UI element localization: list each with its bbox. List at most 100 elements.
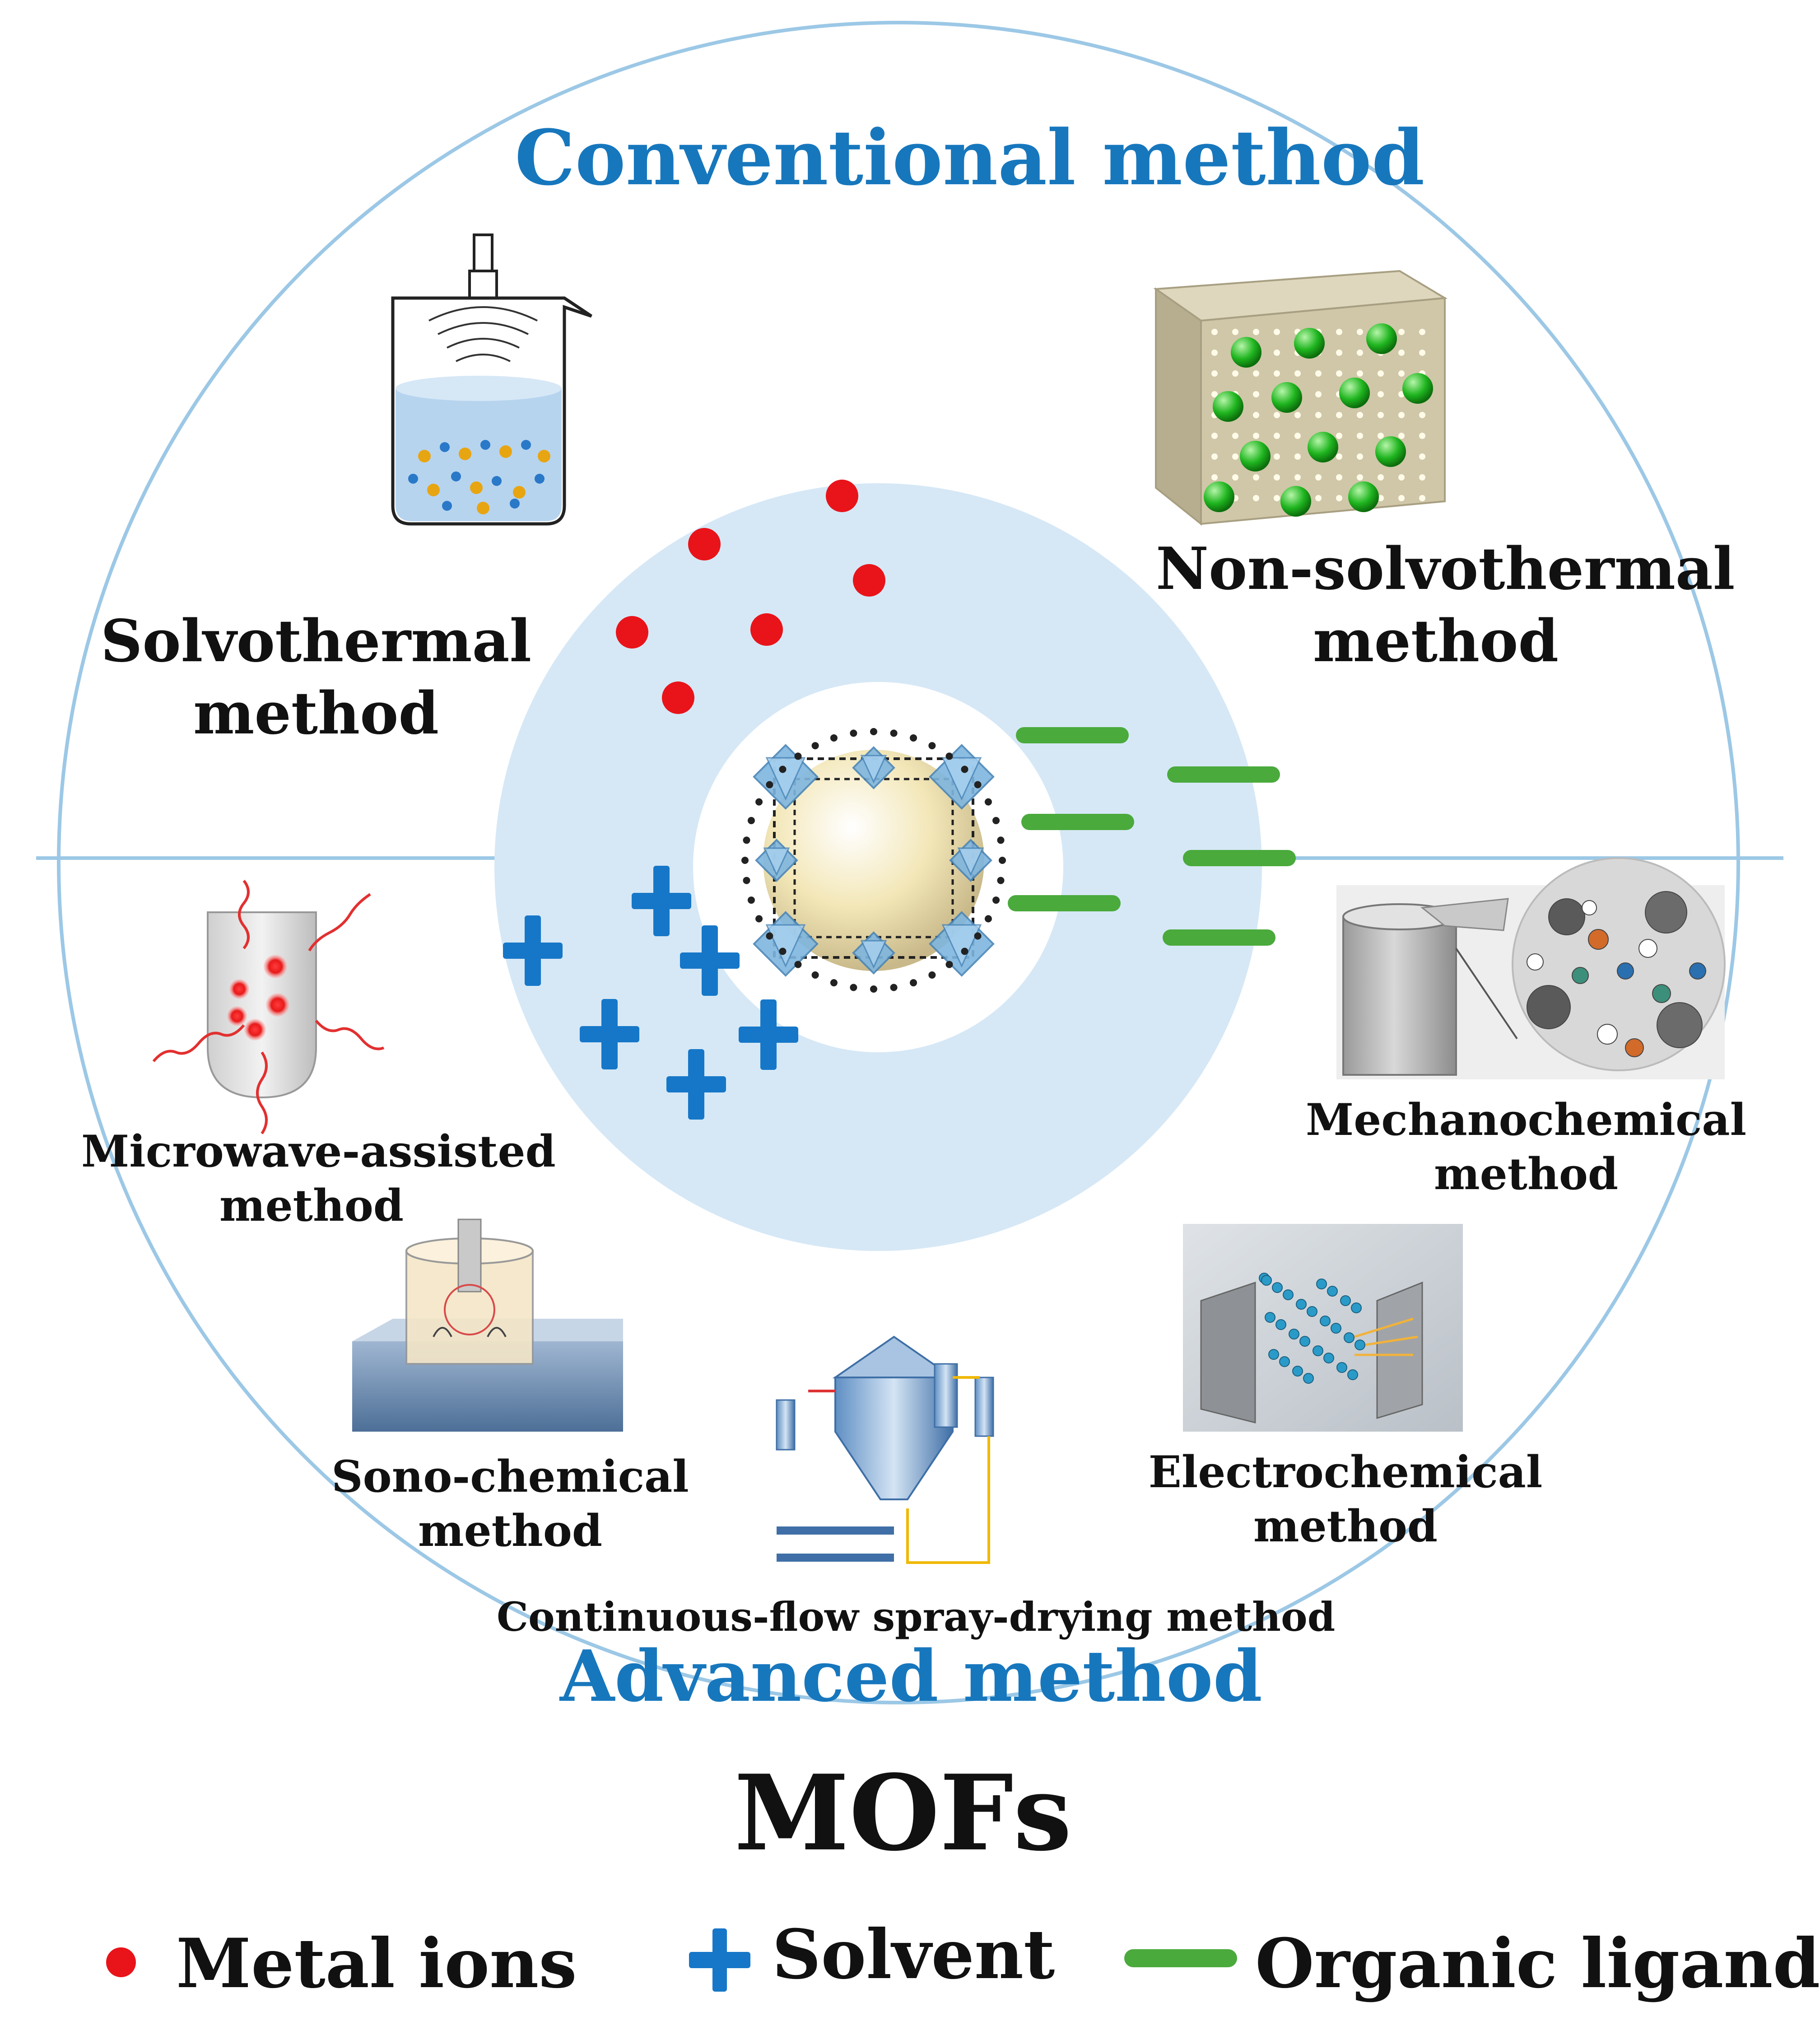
molecule-dot bbox=[408, 474, 418, 484]
solvent-cross bbox=[680, 925, 740, 996]
mof-atom bbox=[830, 734, 838, 742]
mechanochemical-line1: Mechanochemical bbox=[1305, 1094, 1747, 1145]
pore-dot bbox=[1232, 370, 1238, 377]
mof-atom bbox=[945, 961, 953, 968]
mof-atom bbox=[779, 765, 787, 773]
solvent-cross bbox=[503, 915, 563, 986]
mill-ball bbox=[1657, 1002, 1703, 1048]
ligand-bar bbox=[1183, 850, 1296, 866]
pore-dot bbox=[1274, 412, 1280, 418]
mof-atom bbox=[779, 947, 787, 955]
metal-ion-dot bbox=[616, 616, 648, 649]
mofs-title: MOFs bbox=[734, 1752, 1072, 1874]
pore-dot bbox=[1378, 474, 1384, 481]
mof-node bbox=[929, 744, 995, 810]
pore-dot bbox=[1336, 370, 1342, 377]
green-sphere bbox=[1366, 323, 1397, 354]
ligand-bar bbox=[1167, 766, 1280, 783]
molecule-dot bbox=[521, 440, 531, 450]
electro-ion bbox=[1268, 1349, 1279, 1360]
sonochemical-line2: method bbox=[418, 1505, 602, 1556]
mechanochemical-line2: method bbox=[1434, 1148, 1618, 1200]
molecule-dot bbox=[492, 476, 502, 486]
mill-ball bbox=[1652, 984, 1671, 1003]
mof-atom bbox=[870, 985, 877, 993]
green-sphere bbox=[1339, 378, 1370, 408]
pore-dot bbox=[1211, 453, 1218, 460]
legend-ligand-marker bbox=[1124, 1949, 1237, 1967]
electrochemical-line2: method bbox=[1253, 1501, 1438, 1552]
molecule-dot bbox=[538, 450, 550, 462]
green-sphere bbox=[1271, 382, 1302, 413]
mill-ball bbox=[1638, 939, 1657, 958]
sonochemical-line1: Sono-chemical bbox=[331, 1451, 689, 1502]
solvent-cross bbox=[580, 999, 639, 1069]
pore-dot bbox=[1274, 370, 1280, 377]
pore-dot bbox=[1315, 495, 1322, 501]
green-sphere bbox=[1294, 328, 1325, 359]
green-sphere bbox=[1308, 432, 1338, 462]
sonochemical-label: Sono-chemical method bbox=[312, 1450, 709, 1558]
pore-dot bbox=[1294, 453, 1301, 460]
solvent-cross bbox=[632, 866, 691, 936]
mof-atom bbox=[870, 728, 877, 735]
pore-dot bbox=[1336, 412, 1342, 418]
pore-dot bbox=[1315, 370, 1322, 377]
electro-ion bbox=[1340, 1295, 1351, 1306]
pore-dot bbox=[1398, 350, 1405, 356]
metal-ion-dot bbox=[688, 528, 721, 560]
non-solvothermal-line2: method bbox=[1313, 607, 1559, 675]
mill-ball bbox=[1617, 962, 1634, 980]
green-sphere bbox=[1348, 481, 1379, 512]
ligand-bar bbox=[1008, 895, 1121, 911]
mof-atom bbox=[992, 896, 1000, 904]
electro-ion bbox=[1279, 1356, 1290, 1367]
pore-dot bbox=[1357, 329, 1363, 335]
mof-atom bbox=[850, 984, 857, 991]
green-sphere bbox=[1204, 481, 1234, 512]
mof-atom bbox=[743, 877, 750, 884]
microwave-tube-illustration bbox=[152, 880, 385, 1134]
pore-dot bbox=[1336, 495, 1342, 501]
pore-dot bbox=[1398, 329, 1405, 335]
pore-dot bbox=[1419, 350, 1425, 356]
electro-ion bbox=[1347, 1369, 1358, 1380]
molecule-dot bbox=[440, 442, 450, 452]
electro-ion bbox=[1313, 1345, 1323, 1356]
pore-dot bbox=[1274, 433, 1280, 439]
electro-ion bbox=[1344, 1332, 1355, 1343]
legend-metal-ion-marker bbox=[106, 1947, 136, 1977]
mechanochemical-label: Mechanochemical method bbox=[1300, 1093, 1752, 1201]
legend-metal-ions: Metal ions bbox=[176, 1924, 577, 2003]
green-sphere bbox=[1280, 486, 1311, 517]
pore-dot bbox=[1357, 433, 1363, 439]
legend-organic-ligands: Organic ligands bbox=[1255, 1924, 1820, 2003]
pore-dot bbox=[1211, 391, 1218, 397]
electro-ion bbox=[1323, 1353, 1334, 1363]
electrochemical-label: Electrochemical method bbox=[1138, 1445, 1553, 1554]
pore-dot bbox=[1315, 391, 1322, 397]
mill-ball bbox=[1625, 1038, 1644, 1057]
pore-dot bbox=[1378, 412, 1384, 418]
molecule-dot bbox=[451, 471, 461, 481]
pore-dot bbox=[1357, 474, 1363, 481]
mill-ball bbox=[1527, 953, 1544, 971]
pore-dot bbox=[1419, 495, 1425, 501]
pore-dot bbox=[1419, 329, 1425, 335]
electro-ion bbox=[1261, 1275, 1272, 1286]
mof-node bbox=[755, 839, 798, 882]
mof-atom bbox=[890, 729, 898, 737]
mof-node bbox=[753, 744, 819, 810]
mof-node bbox=[852, 746, 895, 789]
pore-dot bbox=[1398, 370, 1405, 377]
pore-dot bbox=[1378, 433, 1384, 439]
molecule-dot bbox=[470, 481, 483, 494]
pore-dot bbox=[1357, 412, 1363, 418]
electro-ion bbox=[1299, 1336, 1310, 1347]
pore-dot bbox=[1211, 370, 1218, 377]
pore-dot bbox=[1274, 453, 1280, 460]
mof-atom bbox=[992, 817, 1000, 824]
electro-ion bbox=[1336, 1362, 1347, 1373]
mof-atom bbox=[974, 932, 982, 940]
